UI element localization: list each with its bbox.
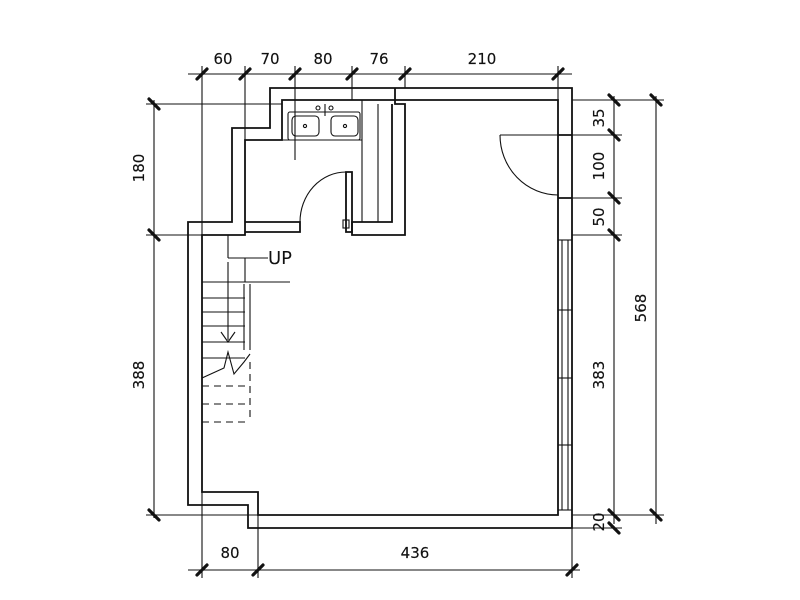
tick-right-outer-1 <box>649 93 663 107</box>
dim-label-top-3: 80 <box>313 50 332 68</box>
dimension-right-outer: 568 <box>622 93 664 524</box>
kitchen-partition <box>351 88 406 236</box>
stair-landing <box>202 234 229 258</box>
dim-label-bottom-2: 436 <box>401 544 430 562</box>
window-right-wall <box>558 239 572 511</box>
tick-top-3 <box>288 67 302 81</box>
dim-label-top-5: 210 <box>468 50 497 68</box>
tick-bottom-3 <box>565 563 579 577</box>
tick-left-1 <box>147 97 161 111</box>
door-swing-arc <box>299 171 347 223</box>
dim-label-right-4: 383 <box>590 361 608 390</box>
dim-label-top-1: 60 <box>213 50 232 68</box>
dim-label-top-2: 70 <box>260 50 279 68</box>
tick-top-4 <box>345 67 359 81</box>
tick-top-1 <box>195 67 209 81</box>
dim-label-right-3: 50 <box>590 207 608 226</box>
staircase: UP <box>201 234 292 423</box>
dimension-bottom: 80 436 <box>188 492 580 578</box>
stair-break-line <box>201 349 251 379</box>
dim-label-right-5: 20 <box>590 512 608 531</box>
tick-bottom-1 <box>195 563 209 577</box>
sink-basin-left <box>291 115 320 137</box>
drain-right <box>342 123 348 129</box>
dimension-left: 180 388 <box>130 97 282 522</box>
tick-right-4 <box>607 228 621 242</box>
tick-right-1 <box>607 93 621 107</box>
tick-right-outer-2 <box>649 508 663 522</box>
dim-label-top-4: 76 <box>369 50 388 68</box>
tick-right-5 <box>607 508 621 522</box>
dim-label-bottom-1: 80 <box>220 544 239 562</box>
tick-left-2 <box>147 228 161 242</box>
tap-left <box>315 105 321 111</box>
dim-label-left-2: 388 <box>130 361 148 390</box>
sink-basin-right <box>330 115 359 137</box>
tick-bottom-2 <box>251 563 265 577</box>
dim-label-right-2: 100 <box>590 152 608 181</box>
dim-label-left-1: 180 <box>130 154 148 183</box>
tick-top-2 <box>238 67 252 81</box>
entry-door-swing-arc <box>499 134 559 196</box>
tick-right-6 <box>607 521 621 535</box>
wall-left-of-door <box>245 221 301 233</box>
tick-top-6 <box>551 67 565 81</box>
entry-door-right <box>499 134 572 235</box>
tick-top-5 <box>398 67 412 81</box>
tick-left-3 <box>147 508 161 522</box>
door-opening-jamb <box>558 134 572 199</box>
exterior-walls <box>187 87 573 529</box>
dimension-top: 60 70 80 76 210 <box>188 50 572 235</box>
inner-wall-outline <box>201 99 559 516</box>
tap-right <box>328 105 334 111</box>
dim-label-right-1: 35 <box>590 108 608 127</box>
dim-label-right-outer: 568 <box>632 294 650 323</box>
door-hinge <box>342 219 350 229</box>
tick-right-3 <box>607 191 621 205</box>
kitchen-door <box>299 171 350 229</box>
double-sink <box>287 104 361 141</box>
stair-up-label: UP <box>268 248 292 269</box>
dimension-right-inner: 35 100 50 383 20 <box>572 93 622 535</box>
stair-arrow-icon <box>220 331 236 343</box>
drain-left <box>302 123 308 129</box>
tick-right-2 <box>607 128 621 142</box>
sink-outline <box>287 111 361 141</box>
